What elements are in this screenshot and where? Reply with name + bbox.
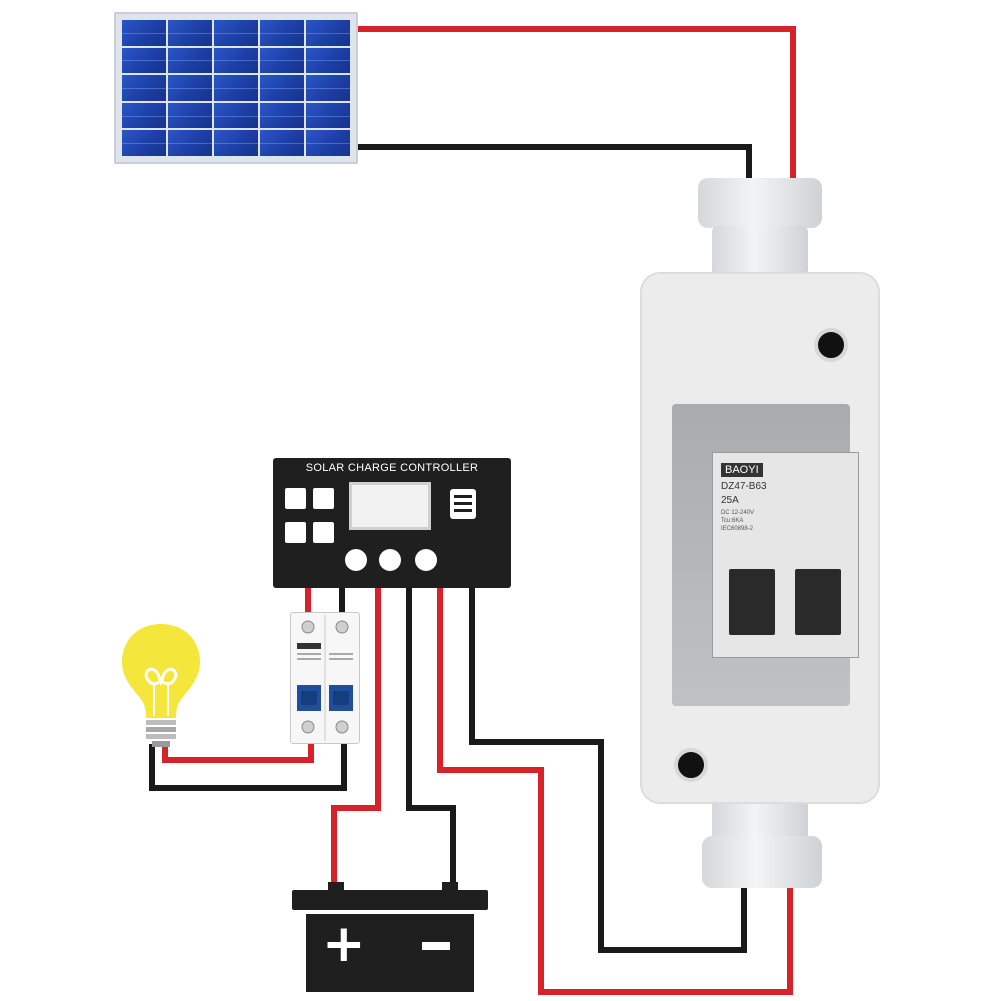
controller-square-icon	[285, 488, 306, 509]
controller-button	[415, 549, 437, 571]
controller-square-icon	[313, 522, 334, 543]
enclosure-screw	[814, 328, 848, 362]
breaker-spec-line: IEC60898-2	[721, 526, 754, 532]
battery-negative-terminal	[442, 882, 458, 890]
solar-cell	[214, 47, 258, 74]
load-breaker-face	[297, 615, 353, 741]
breaker-brand: BAOYI	[721, 463, 763, 477]
solar-cell	[168, 130, 212, 156]
controller-button	[345, 549, 367, 571]
battery-body	[306, 914, 474, 992]
solar-cell	[168, 102, 212, 129]
breaker-enclosure: BAOYI DZ47-B63 25A DC 12-240V Tcu:6KA IE…	[640, 272, 880, 804]
breaker-rating: 25A	[721, 495, 739, 506]
controller-square-icon	[313, 488, 334, 509]
breaker-model: DZ47-B63	[721, 481, 767, 492]
battery-plus-symbol: +	[322, 914, 366, 974]
menu-icon	[450, 489, 476, 519]
battery: +	[292, 880, 488, 992]
breaker-specs: DC 12-240V Tcu:6KA IEC60898-2	[721, 509, 754, 533]
solar-cell	[306, 130, 350, 156]
bottom-cable-gland-base	[712, 800, 808, 840]
solar-panel	[114, 12, 358, 164]
solar-cell	[214, 75, 258, 101]
solar-cell	[122, 47, 166, 74]
solar-cell	[168, 47, 212, 74]
solar-cell	[122, 75, 166, 101]
main-breaker: BAOYI DZ47-B63 25A DC 12-240V Tcu:6KA IE…	[712, 452, 859, 658]
solar-cell	[306, 102, 350, 129]
bottom-cable-gland	[702, 836, 822, 888]
controller-to-battery-positive	[331, 588, 381, 892]
breaker-spec-line: Tcu:6KA	[721, 518, 744, 524]
battery-positive-terminal	[328, 882, 344, 890]
solar-cell	[306, 75, 350, 101]
load-breaker	[290, 612, 360, 744]
enclosure-to-controller-negative	[469, 588, 747, 953]
solar-cell	[260, 75, 304, 101]
panel-positive-wire	[358, 26, 796, 182]
solar-cell	[122, 102, 166, 129]
solar-cell	[306, 47, 350, 74]
solar-cell	[122, 20, 166, 46]
solar-cell	[168, 75, 212, 101]
solar-cell	[168, 20, 212, 46]
enclosure-screw	[674, 748, 708, 782]
solar-cell	[306, 20, 350, 46]
solar-cell	[260, 47, 304, 74]
controller-button	[379, 549, 401, 571]
solar-cell	[260, 102, 304, 129]
controller-title: SOLAR CHARGE CONTROLLER	[305, 462, 479, 474]
top-cable-gland-base	[712, 226, 808, 276]
light-bulb-icon	[122, 624, 200, 747]
battery-minus-symbol	[422, 942, 450, 950]
solar-charge-controller: SOLAR CHARGE CONTROLLER	[273, 458, 511, 588]
breaker-spec-line: DC 12-240V	[721, 510, 755, 516]
controller-display	[349, 482, 431, 530]
solar-cell	[214, 20, 258, 46]
breaker-toggle	[729, 569, 775, 635]
enclosure-to-controller-positive	[437, 588, 793, 995]
controller-to-battery-negative	[406, 588, 456, 892]
breaker-to-bulb-negative	[149, 742, 347, 791]
controller-square-icon	[285, 522, 306, 543]
solar-cell	[260, 130, 304, 156]
solar-cell	[214, 102, 258, 129]
solar-cell	[122, 130, 166, 156]
breaker-toggle	[795, 569, 841, 635]
solar-cell	[214, 130, 258, 156]
panel-negative-wire	[358, 144, 752, 182]
top-cable-gland	[698, 178, 822, 228]
battery-lid	[292, 890, 488, 910]
breaker-to-bulb-positive	[162, 742, 314, 763]
enclosure-window: BAOYI DZ47-B63 25A DC 12-240V Tcu:6KA IE…	[672, 404, 859, 706]
solar-cell	[260, 20, 304, 46]
